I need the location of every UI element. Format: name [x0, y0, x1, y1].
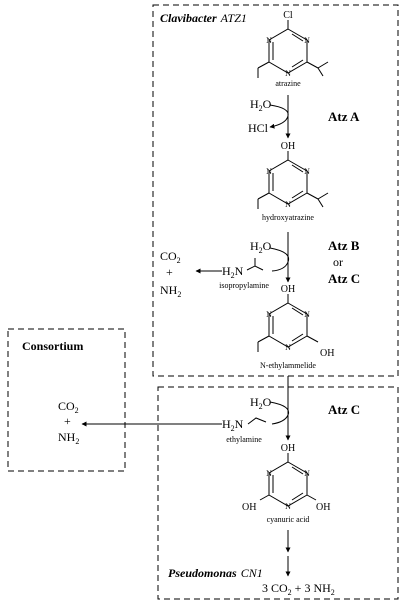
- step1-hcl: HCl: [248, 121, 269, 135]
- step1-water: H2O: [250, 97, 272, 113]
- consortium-co2: CO2: [58, 399, 79, 415]
- svg-text:N: N: [266, 310, 272, 319]
- svg-text:N: N: [285, 69, 291, 78]
- svg-text:N: N: [304, 167, 310, 176]
- hydroxyatrazine-oh-label: OH: [281, 141, 295, 152]
- step3-water: H2O: [250, 395, 272, 411]
- svg-text:N: N: [266, 36, 272, 45]
- ethylamine-label: ethylamine: [226, 435, 262, 444]
- consortium-label: Consortium: [22, 339, 83, 353]
- svg-text:N: N: [304, 310, 310, 319]
- consortium-plus: +: [64, 414, 71, 428]
- step2-co2: CO2: [160, 249, 181, 265]
- n-ethylammelide-oh-right-label: OH: [320, 348, 334, 359]
- enzyme-atz-c-step2: Atz C: [328, 271, 360, 286]
- svg-text:N: N: [285, 200, 291, 209]
- svg-text:N: N: [266, 469, 272, 478]
- hydroxyatrazine-label: hydroxyatrazine: [262, 213, 314, 222]
- atrazine-cl-label: Cl: [283, 10, 293, 21]
- cyanuric-oh-left-label: OH: [242, 502, 256, 513]
- step2-nh2: NH2: [160, 283, 181, 299]
- isopropylamine-label: isopropylamine: [219, 281, 269, 290]
- cyanuric-oh-right-label: OH: [316, 502, 330, 513]
- hydroxyatrazine-structure: OH hydroxyatrazine: [257, 141, 329, 222]
- n-ethylammelide-structure: OH OH N-ethylammelide: [257, 284, 334, 370]
- svg-text:N: N: [285, 343, 291, 352]
- pseudomonas-box: [157, 386, 399, 600]
- enzyme-atz-c-step3: Atz C: [328, 402, 360, 417]
- svg-text:N: N: [285, 502, 291, 511]
- enzyme-or: or: [333, 255, 343, 269]
- ring-nitrogen-atoms: N N N N N N N N N N N N: [266, 36, 310, 511]
- atrazine-label: atrazine: [275, 79, 301, 88]
- step3-water-curve: [269, 401, 290, 425]
- svg-text:N: N: [304, 469, 310, 478]
- step2-water: H2O: [250, 239, 272, 255]
- svg-text:N: N: [266, 167, 272, 176]
- ethylamine-formula: H2N: [222, 417, 244, 433]
- atrazine-structure: Cl atrazine: [257, 10, 329, 88]
- cyanuric-oh-top-label: OH: [281, 443, 295, 454]
- svg-text:N: N: [304, 36, 310, 45]
- isopropyl-group: [246, 265, 264, 271]
- final-products: 3 CO2 + 3 NH2: [262, 581, 335, 597]
- step2-plus: +: [166, 265, 173, 279]
- n-ethylammelide-label: N-ethylammelide: [260, 361, 316, 370]
- cyanuric-acid-structure: OH OH OH cyanuric acid: [242, 443, 330, 524]
- consortium-nh2: NH2: [58, 430, 79, 446]
- n-ethylammelide-oh-top-label: OH: [281, 284, 295, 295]
- step2-water-curve: [269, 247, 290, 272]
- step1-water-hcl-curve: [269, 104, 289, 129]
- enzyme-atz-b: Atz B: [328, 238, 360, 253]
- enzyme-atz-a: Atz A: [328, 109, 360, 124]
- clavibacter-box: [152, 4, 399, 377]
- isopropylamine-formula: H2N: [222, 264, 244, 280]
- ethyl-group: [247, 417, 267, 425]
- cyanuric-acid-label: cyanuric acid: [267, 515, 310, 524]
